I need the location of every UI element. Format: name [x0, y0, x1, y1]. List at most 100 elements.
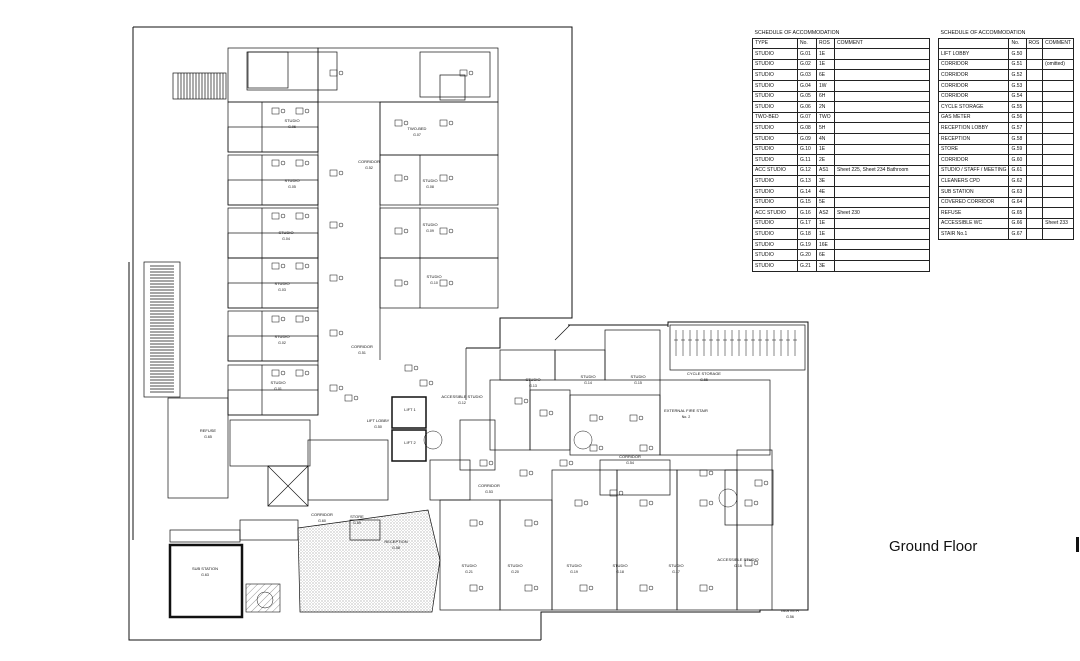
cell-ros: [1025, 111, 1044, 124]
cell-type: STUDIO: [752, 48, 798, 60]
cell-type: STUDIO: [752, 132, 798, 145]
cell-ros: AS2: [816, 207, 835, 219]
col-comment: COMMENT: [834, 37, 930, 50]
cell-ros: [1025, 175, 1044, 187]
room-label-name: STUDIO: [284, 178, 299, 183]
room-label-number: G.17: [672, 570, 680, 574]
cell-comment: [834, 58, 930, 71]
cell-type: GAS METER: [937, 111, 1010, 124]
cell-no: G.06: [797, 101, 817, 113]
room-label-name: CORRIDOR: [311, 512, 333, 517]
cell-ros: TWO: [816, 111, 835, 124]
room-label-number: G.59: [353, 521, 361, 525]
cell-comment: [834, 175, 930, 187]
cell-comment: [1042, 154, 1074, 166]
cell-type: STUDIO: [752, 90, 798, 103]
cell-no: G.11: [797, 154, 817, 166]
upper-studio-blocks: [227, 47, 499, 416]
room-label-number: G.51: [358, 351, 366, 355]
cell-ros: 6H: [816, 90, 835, 103]
cell-comment: (omitted): [1042, 58, 1074, 71]
room-label-name: STUDIO: [284, 118, 299, 123]
cell-comment: [834, 249, 930, 262]
room-label-number: G.05: [288, 185, 296, 189]
room-label-name: ACCESSIBLE STUDIO: [441, 394, 482, 399]
cell-ros: 16E: [816, 238, 835, 251]
cell-comment: [834, 196, 930, 209]
cell-comment: [1042, 79, 1074, 92]
cell-ros: [1025, 132, 1044, 145]
cell-comment: [1042, 207, 1074, 219]
cell-ros: 1E: [816, 217, 835, 230]
cell-ros: [1025, 154, 1044, 166]
room-label-name: STUDIO: [566, 563, 581, 568]
room-label-number: G.54: [626, 461, 634, 465]
cell-no: G.63: [1008, 185, 1027, 198]
cell-type: STUDIO: [752, 196, 798, 209]
cell-ros: [1025, 217, 1044, 230]
cell-ros: 1E: [816, 58, 835, 71]
cell-no: G.02: [797, 58, 817, 71]
cell-ros: 6E: [816, 69, 835, 81]
room-label-name: CYCLE STORAGE: [687, 371, 721, 376]
cell-type: CORRIDOR: [937, 58, 1010, 71]
cell-ros: [1025, 79, 1044, 92]
cell-comment: Sheet 225, Sheet 234 Bathroom: [834, 164, 930, 177]
room-label-number: G.07: [413, 133, 421, 137]
cell-comment: [1042, 111, 1074, 124]
lift-1: [391, 396, 427, 429]
cell-type: LIFT LOBBY: [937, 48, 1010, 60]
cell-no: G.14: [797, 185, 817, 198]
cycle-storage: [669, 324, 806, 371]
room-label-number: G.20: [511, 570, 519, 574]
cell-no: G.12: [797, 164, 817, 177]
cell-type: STUDIO: [752, 185, 798, 198]
cell-no: G.09: [797, 132, 817, 145]
cell-comment: [834, 111, 930, 124]
cell-no: G.50: [1008, 48, 1027, 60]
cell-comment: [1042, 122, 1074, 134]
room-label-name: CORRIDOR: [478, 483, 500, 488]
cell-ros: [1025, 48, 1044, 60]
col-type: TYPE: [752, 37, 798, 50]
cell-no: G.05: [797, 90, 817, 103]
cell-type: ACC STUDIO: [752, 164, 798, 177]
room-label-name: CORRIDOR: [619, 454, 641, 459]
cell-no: G.21: [797, 260, 817, 272]
cell-ros: [1025, 228, 1044, 240]
cell-type: RECEPTION: [937, 132, 1010, 145]
cell-comment: [1042, 164, 1074, 177]
room-label-number: G.08: [426, 185, 434, 189]
room-label-number: G.02: [278, 341, 286, 345]
schedule-b-header: No. ROS COMMENT: [937, 37, 1074, 50]
room-label-number: G.50: [374, 425, 382, 429]
cell-comment: [1042, 196, 1074, 209]
cell-ros: [1025, 58, 1044, 71]
cell-type: CORRIDOR: [937, 79, 1010, 92]
cell-type: STUDIO: [752, 238, 798, 251]
room-label-name: STUDIO: [426, 274, 441, 279]
room-label-number: G.14: [584, 381, 592, 385]
col-ros: ROS: [816, 37, 835, 50]
room-label-name: LIFT 2: [404, 440, 416, 445]
cell-comment: [1042, 175, 1074, 187]
room-label-name: LIFT LOBBY: [367, 418, 390, 423]
cell-ros: [1025, 207, 1044, 219]
room-label-name: STUDIO: [274, 334, 289, 339]
cell-no: G.55: [1008, 101, 1027, 113]
room-label-number: G.04: [282, 237, 290, 241]
